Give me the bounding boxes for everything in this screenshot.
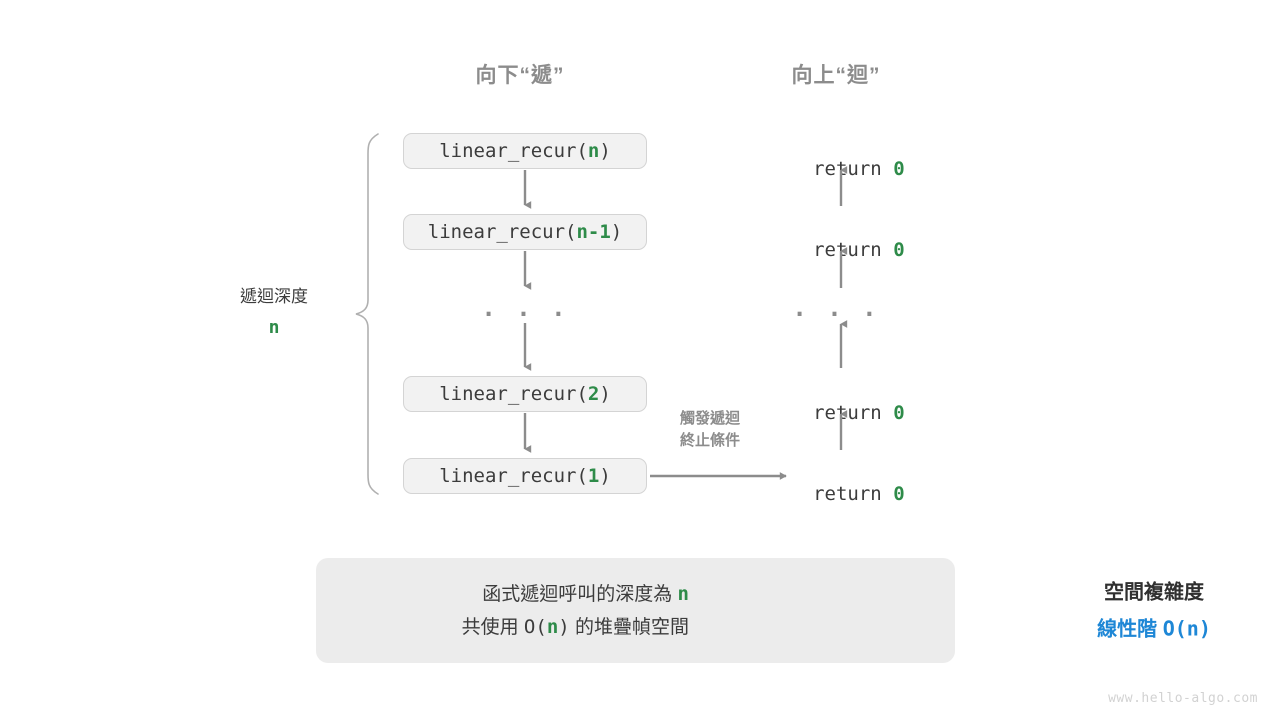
return-keyword: return [813, 158, 894, 180]
call-box-suffix: ) [599, 465, 611, 487]
summary-line-1-text: 函式遞迴呼叫的深度為 [482, 583, 678, 605]
summary-line-1: 函式遞迴呼叫的深度為 n [344, 577, 689, 610]
call-box-suffix: ) [599, 140, 611, 162]
call-box-suffix: ) [599, 383, 611, 405]
space-complexity-order-label: 線性階 [1097, 618, 1163, 640]
summary-line-2-tail: 的堆疊幀空間 [569, 616, 689, 638]
call-box-arg: n [587, 140, 600, 162]
call-box-suffix: ) [610, 221, 623, 243]
recursion-depth-text: 遞迴深度 [240, 287, 308, 306]
return-value: 0 [893, 239, 905, 261]
call-box-prefix: linear_recur( [439, 140, 588, 162]
space-complexity-title: 空間複雜度 [1103, 581, 1204, 603]
call-box-arg: 1 [587, 465, 600, 487]
recursion-depth-value: n [268, 316, 280, 338]
summary-left-text: 函式遞迴呼叫的深度為 n 共使用 O(n) 的堆疊幀空間 [344, 577, 974, 644]
return-value: 0 [893, 158, 905, 180]
summary-line-2-bigo-open: O( [523, 615, 547, 638]
return-value: 0 [893, 402, 905, 424]
return-keyword: return [813, 239, 894, 261]
summary-line-2-bigo-close: ) [558, 615, 570, 638]
summary-line-2: 共使用 O(n) 的堆疊幀空間 [344, 611, 689, 644]
call-box: linear_recur(2) [403, 376, 647, 412]
depth-brace [355, 133, 379, 495]
watermark: www.hello-algo.com [1108, 691, 1258, 706]
heading-upward-return: 向上“迴” [791, 64, 881, 87]
return-label: return 0 [767, 141, 905, 198]
return-label: return 0 [767, 385, 905, 442]
termination-note-line2: 終止條件 [679, 431, 741, 449]
space-complexity-value: 線性階 O(n) [1097, 610, 1211, 647]
summary-right-text: 空間複雜度 線性階 O(n) [1097, 574, 1211, 647]
summary-line-1-n: n [677, 582, 689, 605]
call-box-prefix: linear_recur( [439, 383, 588, 405]
call-stack-ellipsis: · · · [481, 300, 569, 328]
call-box: linear_recur(1) [403, 458, 647, 494]
call-box: linear_recur(n) [403, 133, 647, 169]
termination-note-line1: 觸發遞迴 [679, 410, 741, 427]
recursion-depth-label: 遞迴深度 n [240, 282, 308, 343]
call-box: linear_recur(n-1) [403, 214, 647, 250]
return-keyword: return [813, 483, 894, 505]
call-box-arg: n-1 [576, 221, 611, 243]
return-label: return 0 [767, 466, 905, 523]
space-complexity-big-o: O(n) [1162, 616, 1211, 640]
call-box-arg: 2 [587, 383, 600, 405]
return-stack-ellipsis: · · · [792, 300, 880, 328]
return-keyword: return [813, 402, 894, 424]
return-label: return 0 [767, 222, 905, 279]
summary-line-2-text: 共使用 [461, 616, 524, 638]
termination-condition-note: 觸發遞迴 終止條件 [680, 408, 740, 452]
summary-panel: 函式遞迴呼叫的深度為 n 共使用 O(n) 的堆疊幀空間 空間複雜度 線性階 O… [316, 558, 1211, 663]
call-box-prefix: linear_recur( [439, 465, 588, 487]
return-value: 0 [893, 483, 905, 505]
heading-downward-recursion: 向下“遞” [475, 64, 565, 87]
call-box-prefix: linear_recur( [427, 221, 577, 243]
summary-line-2-n: n [546, 615, 559, 638]
